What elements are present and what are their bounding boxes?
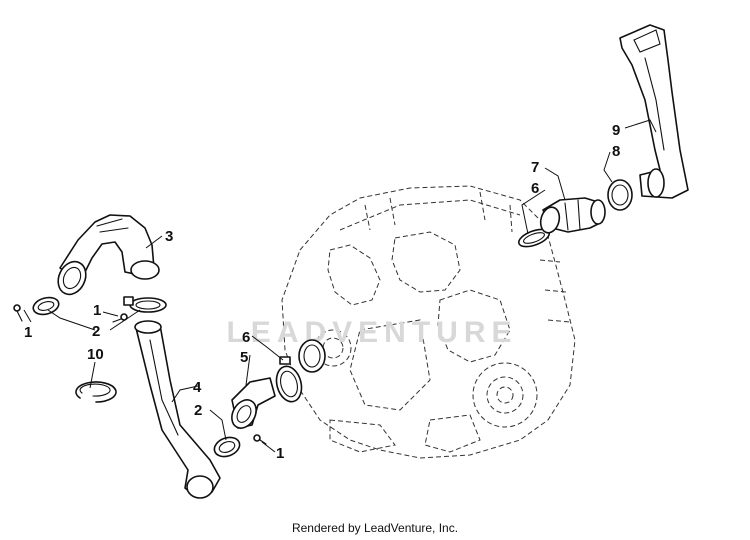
part-1-screw-left: [13, 304, 23, 322]
part-3-intake-duct: [57, 214, 160, 296]
callout-1-bottom: 1: [276, 445, 284, 462]
part-2-clamp-top: [123, 296, 167, 313]
callout-6-upper: 6: [531, 180, 539, 197]
part-8-clamp: [607, 179, 633, 211]
callout-2-bottom: 2: [194, 402, 202, 419]
part-2-clamp-left: [32, 296, 60, 316]
part-4-long-duct: [134, 320, 221, 499]
callout-6-lower: 6: [242, 329, 250, 346]
callout-7: 7: [531, 159, 539, 176]
part-5-elbow-boot: [231, 377, 276, 429]
part-9-tall-duct: [619, 24, 689, 199]
callout-1-top: 1: [93, 302, 101, 319]
part-2-clamp-bottom: [213, 436, 241, 458]
callout-9: 9: [612, 122, 620, 139]
footer-credit: Rendered by LeadVenture, Inc.: [291, 521, 459, 535]
leader-lines: [23, 119, 657, 453]
engine-inlet-ring: [298, 339, 326, 373]
part-1-screw-bottom: [253, 434, 267, 445]
callout-2-left: 2: [92, 323, 100, 340]
callout-8: 8: [612, 143, 620, 160]
callout-3: 3: [165, 228, 173, 245]
callout-5: 5: [240, 349, 248, 366]
engine-assembly: [281, 185, 576, 459]
watermark-text: LEADVENTURE: [226, 316, 517, 349]
part-6-clamp-lower: [275, 356, 303, 403]
callout-4: 4: [193, 379, 202, 396]
callout-labels: 1 2 1 3 10 4 6 5 2 1 7 6 8 9: [24, 122, 620, 462]
callout-10: 10: [87, 346, 104, 363]
part-10-ring: [75, 381, 117, 403]
callout-1-left: 1: [24, 324, 32, 341]
part-7-upper-boot: [539, 197, 606, 234]
part-1-screw-top: [112, 313, 128, 323]
